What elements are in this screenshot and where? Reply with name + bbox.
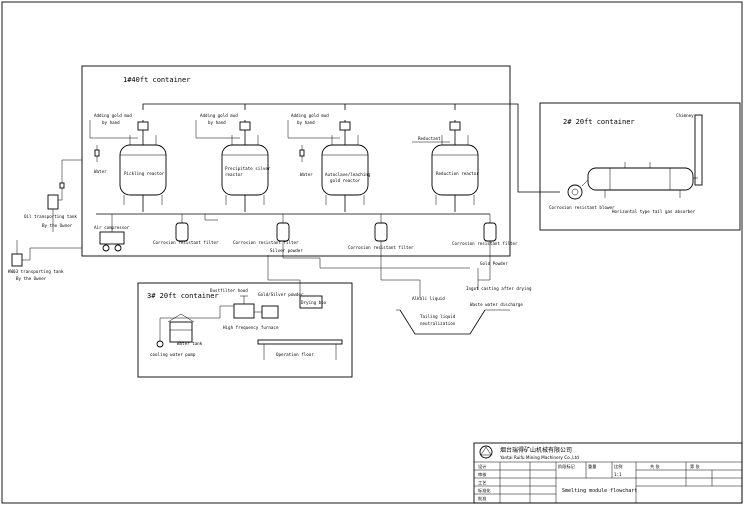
kw-transporting-tank: KW03 transporting tank By the Owner bbox=[8, 240, 82, 281]
company-name-en: Yantai Ruifu Mining Machinery Co.,Ltd bbox=[499, 455, 579, 460]
water-tank: Water tank bbox=[167, 313, 203, 346]
label-oil-tank-2: By the Owner bbox=[42, 223, 73, 228]
tb-row-1: 审核 bbox=[478, 471, 487, 478]
container-40ft bbox=[81, 65, 511, 257]
tb-row-0: 设计 bbox=[478, 463, 486, 470]
filter-2: Corrosion resistant filter Silver powder bbox=[233, 214, 303, 253]
reactor-reduction: Reduction reactor bbox=[431, 120, 479, 212]
label-silver-powder: Silver powder bbox=[270, 248, 303, 253]
cooling-water-pump: cooling water pump bbox=[150, 305, 234, 357]
label-by-hand-right: by hand bbox=[297, 120, 315, 125]
tb-row-3: 标准化 bbox=[478, 487, 491, 494]
label-adding-gold-mud-mid: Adding gold mud bbox=[200, 113, 238, 118]
air-compressor: Air compressor bbox=[94, 214, 130, 252]
reactor-precipitate-label-2: reactor bbox=[225, 172, 243, 177]
label-operation-floor: Operation floor bbox=[276, 352, 314, 357]
label-chimney: Chimney bbox=[676, 113, 694, 118]
container-20ft-3 bbox=[137, 282, 353, 378]
reactor-precipitate-silver: Precipitate silver reactor bbox=[221, 120, 271, 212]
title-block: 烟台瑞得矿山机械有限公司 Yantai Ruifu Mining Machine… bbox=[473, 442, 743, 504]
container-20ft-2 bbox=[539, 102, 741, 231]
label-alkali-liquid: Alkali liquid bbox=[412, 296, 445, 301]
label-adding-gold-mud-left: Adding gold mud bbox=[94, 113, 132, 118]
label-oil-tank-1: Oil transporting tank bbox=[24, 214, 77, 219]
reactor-pickling: Pickling reactor bbox=[119, 120, 167, 212]
label-cooling-pump: cooling water pump bbox=[150, 352, 196, 357]
tail-gas-absorber: Horizontal type tail gas absorber bbox=[587, 162, 698, 214]
label-kw-tank-2: By the Owner bbox=[16, 276, 47, 281]
label-gold-powder-top: Gold Powder bbox=[480, 261, 508, 266]
reactor-pickling-label: Pickling reactor bbox=[124, 171, 165, 176]
label-water-mid: Water bbox=[300, 172, 313, 177]
label-kw-tank-1: KW03 transporting tank bbox=[8, 269, 64, 274]
filter-4: Corrosion resistant filter bbox=[452, 214, 518, 246]
tb-sheet-b: 第 张 bbox=[690, 463, 701, 470]
label-water-tank: Water tank bbox=[177, 341, 203, 346]
operation-floor: Operation floor bbox=[257, 339, 343, 360]
tb-row-4: 批准 bbox=[478, 495, 486, 502]
reactor-precipitate-label-1: Precipitate silver bbox=[225, 166, 271, 171]
reactor-reduction-label: Reduction reactor bbox=[436, 171, 479, 176]
container-20ft-3-title: 3# 20ft container bbox=[147, 292, 219, 300]
filter-1: Corrosion resistant filter bbox=[153, 214, 219, 245]
tb-col-1: 重量 bbox=[588, 463, 596, 470]
reactor-autoclave-label-2: gold reactor bbox=[330, 178, 361, 183]
tb-sheet-a: 共 张 bbox=[650, 463, 661, 470]
oil-transporting-tank: Oil transporting tank By the Owner bbox=[24, 180, 77, 232]
company-logo-icon bbox=[479, 445, 493, 459]
label-reductant: Reductant bbox=[418, 136, 441, 141]
reactor-autoclave-label-1: Autoclave/leaching bbox=[325, 172, 371, 177]
label-water-left: Water bbox=[94, 169, 107, 174]
label-gold-silver-powder: Gold/Silver powder bbox=[258, 292, 304, 297]
tb-row-2: 工艺 bbox=[478, 480, 486, 485]
label-blower: Corrosion resistant blower bbox=[549, 205, 615, 210]
container-20ft-2-title: 2# 20ft container bbox=[563, 118, 635, 126]
label-drying-box: Drying box bbox=[301, 300, 327, 305]
label-dust-hood: Dustfilter hood bbox=[210, 288, 248, 293]
label-adding-gold-mud-right: Adding gold mud bbox=[291, 113, 329, 118]
filter-4-label: Corrosion resistant filter bbox=[452, 241, 518, 246]
company-name-cn: 烟台瑞得矿山机械有限公司 bbox=[500, 446, 572, 454]
drying-box: Drying box bbox=[299, 295, 327, 309]
label-hf-furnace: High frequency furnace bbox=[223, 325, 279, 330]
label-air-compressor: Air compressor bbox=[94, 225, 130, 230]
tailing-neutralization-pit: Tailing liquid neutralization bbox=[396, 309, 510, 335]
high-frequency-furnace: High frequency furnace bbox=[223, 295, 279, 330]
drawing-title: Smelting module flowchart bbox=[562, 488, 637, 494]
chimney bbox=[694, 114, 703, 186]
tb-col-0: 阶段标记 bbox=[558, 463, 576, 470]
label-by-hand-left: by hand bbox=[102, 120, 120, 125]
label-by-hand-mid: by hand bbox=[208, 120, 226, 125]
label-tailing-1: Tailing liquid bbox=[420, 314, 456, 319]
tb-scale: 1:1 bbox=[614, 472, 622, 477]
label-tailing-2: neutralization bbox=[420, 321, 456, 326]
container-40ft-title: 1#40ft container bbox=[123, 76, 190, 84]
reactor-autoclave: Autoclave/leaching gold reactor bbox=[321, 120, 371, 212]
tb-col-2: 比例 bbox=[614, 463, 622, 470]
blower: Corrosion resistant blower bbox=[549, 179, 615, 210]
filter-2-label: Corrosion resistant filter bbox=[233, 240, 299, 245]
gas-exhaust-line bbox=[142, 103, 560, 193]
label-absorber: Horizontal type tail gas absorber bbox=[612, 209, 696, 214]
label-ingot-casting: Ingot casting after drying bbox=[466, 286, 532, 291]
label-waste-water: Waste water discharge bbox=[470, 302, 523, 307]
filter-1-label: Corrosion resistant filter bbox=[153, 240, 219, 245]
